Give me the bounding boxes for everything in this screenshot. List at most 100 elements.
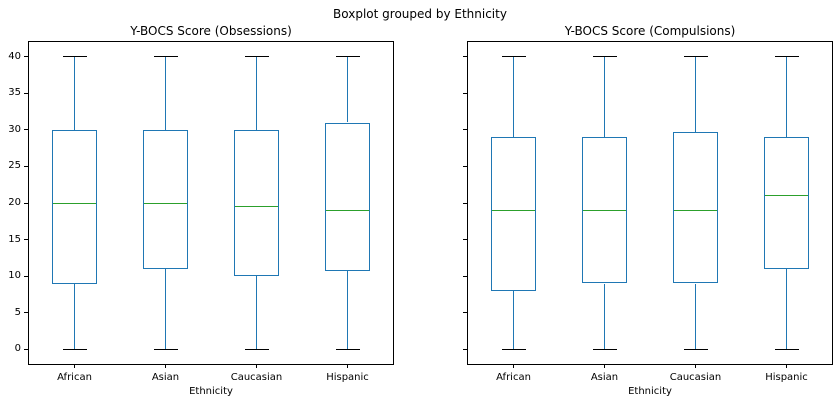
x-tick-mark [786, 364, 787, 368]
y-tick-mark [463, 312, 467, 314]
median-line [765, 195, 808, 197]
y-tick-label: 5 [14, 306, 21, 318]
y-tick-mark [463, 239, 467, 241]
upper-whisker [604, 56, 605, 138]
lower-cap [153, 348, 178, 350]
lower-cap [62, 348, 87, 350]
median-line [326, 209, 369, 211]
x-tick-mark [347, 364, 348, 368]
lower-whisker [256, 276, 257, 350]
lower-whisker [786, 268, 787, 350]
y-tick-mark [24, 165, 28, 167]
y-tick-label: 20 [8, 197, 21, 208]
upper-cap [153, 56, 178, 58]
lower-cap [335, 348, 360, 350]
lower-cap [592, 348, 617, 350]
y-tick-mark [24, 312, 28, 314]
median-line [583, 209, 626, 211]
x-tick-label: Caucasian [230, 372, 283, 383]
x-tick-mark [74, 364, 75, 368]
upper-cap [774, 56, 799, 58]
lower-cap [774, 348, 799, 350]
upper-whisker [347, 56, 348, 123]
upper-whisker [695, 56, 696, 132]
x-axis-label: Ethnicity [628, 386, 672, 397]
upper-cap [244, 56, 269, 58]
subplot-title: Y-BOCS Score (Compulsions) [564, 24, 736, 38]
figure-suptitle: Boxplot grouped by Ethnicity [333, 7, 507, 21]
upper-cap [501, 56, 526, 58]
upper-whisker [513, 56, 514, 138]
y-tick-mark [463, 348, 467, 350]
y-tick-label: 40 [8, 50, 21, 62]
y-tick-mark [24, 275, 28, 277]
axes: African Asian Caucasian Hispanic [463, 41, 833, 383]
lower-whisker [513, 290, 514, 350]
median-line [674, 209, 717, 211]
y-tick-label: 30 [8, 123, 21, 135]
y-tick-mark [463, 275, 467, 277]
box [582, 137, 627, 284]
x-tick-label: Asian [151, 372, 180, 383]
upper-whisker [256, 56, 257, 130]
lower-whisker [347, 270, 348, 350]
x-tick-label: African [57, 372, 92, 383]
box [764, 137, 809, 269]
upper-whisker [74, 56, 75, 130]
lower-whisker [165, 268, 166, 350]
y-tick-mark [24, 348, 28, 350]
y-tick-label: 15 [8, 233, 21, 245]
x-tick-label: African [496, 372, 531, 383]
upper-whisker [786, 56, 787, 138]
y-tick-mark [24, 129, 28, 131]
median-line [144, 202, 187, 204]
x-axis-label: Ethnicity [189, 386, 233, 397]
x-tick-label: Asian [590, 372, 619, 383]
y-tick-mark [463, 165, 467, 167]
lower-whisker [695, 283, 696, 350]
y-tick-mark [463, 92, 467, 94]
x-tick-mark [604, 364, 605, 368]
y-tick-mark [463, 56, 467, 58]
y-tick-mark [463, 129, 467, 131]
subplot-title: Y-BOCS Score (Obsessions) [130, 24, 292, 38]
x-tick-label: Hispanic [765, 372, 808, 383]
median-line [492, 209, 535, 211]
x-tick-mark [513, 364, 514, 368]
y-tick-label: 35 [8, 87, 21, 99]
lower-cap [501, 348, 526, 350]
box [673, 131, 718, 284]
y-tick-label: 0 [14, 343, 21, 355]
y-tick-mark [24, 239, 28, 241]
y-tick-label: 25 [8, 160, 21, 172]
y-tick-mark [24, 56, 28, 58]
x-tick-mark [165, 364, 166, 368]
lower-whisker [604, 283, 605, 350]
box [491, 137, 536, 291]
upper-cap [683, 56, 708, 58]
box [234, 129, 279, 277]
upper-cap [592, 56, 617, 58]
median-line [53, 202, 96, 204]
subplot-compulsions: Y-BOCS Score (Compulsions) African Asian C… [463, 24, 833, 397]
upper-whisker [165, 56, 166, 130]
y-tick-mark [24, 92, 28, 94]
box [325, 122, 370, 271]
box [143, 129, 188, 269]
y-tick-mark [24, 202, 28, 204]
median-line [235, 206, 278, 208]
upper-cap [335, 56, 360, 58]
subplot-obsessions: Y-BOCS Score (Obsessions) 0 5 10 15 20 25 30 35… [8, 24, 394, 397]
y-tick-mark [463, 202, 467, 204]
lower-cap [683, 348, 708, 350]
x-tick-label: Hispanic [326, 372, 369, 383]
x-tick-mark [256, 364, 257, 368]
lower-whisker [74, 284, 75, 350]
x-tick-mark [695, 364, 696, 368]
y-tick-label: 10 [8, 270, 21, 282]
x-tick-label: Caucasian [669, 372, 722, 383]
box [52, 129, 97, 285]
lower-cap [244, 348, 269, 350]
